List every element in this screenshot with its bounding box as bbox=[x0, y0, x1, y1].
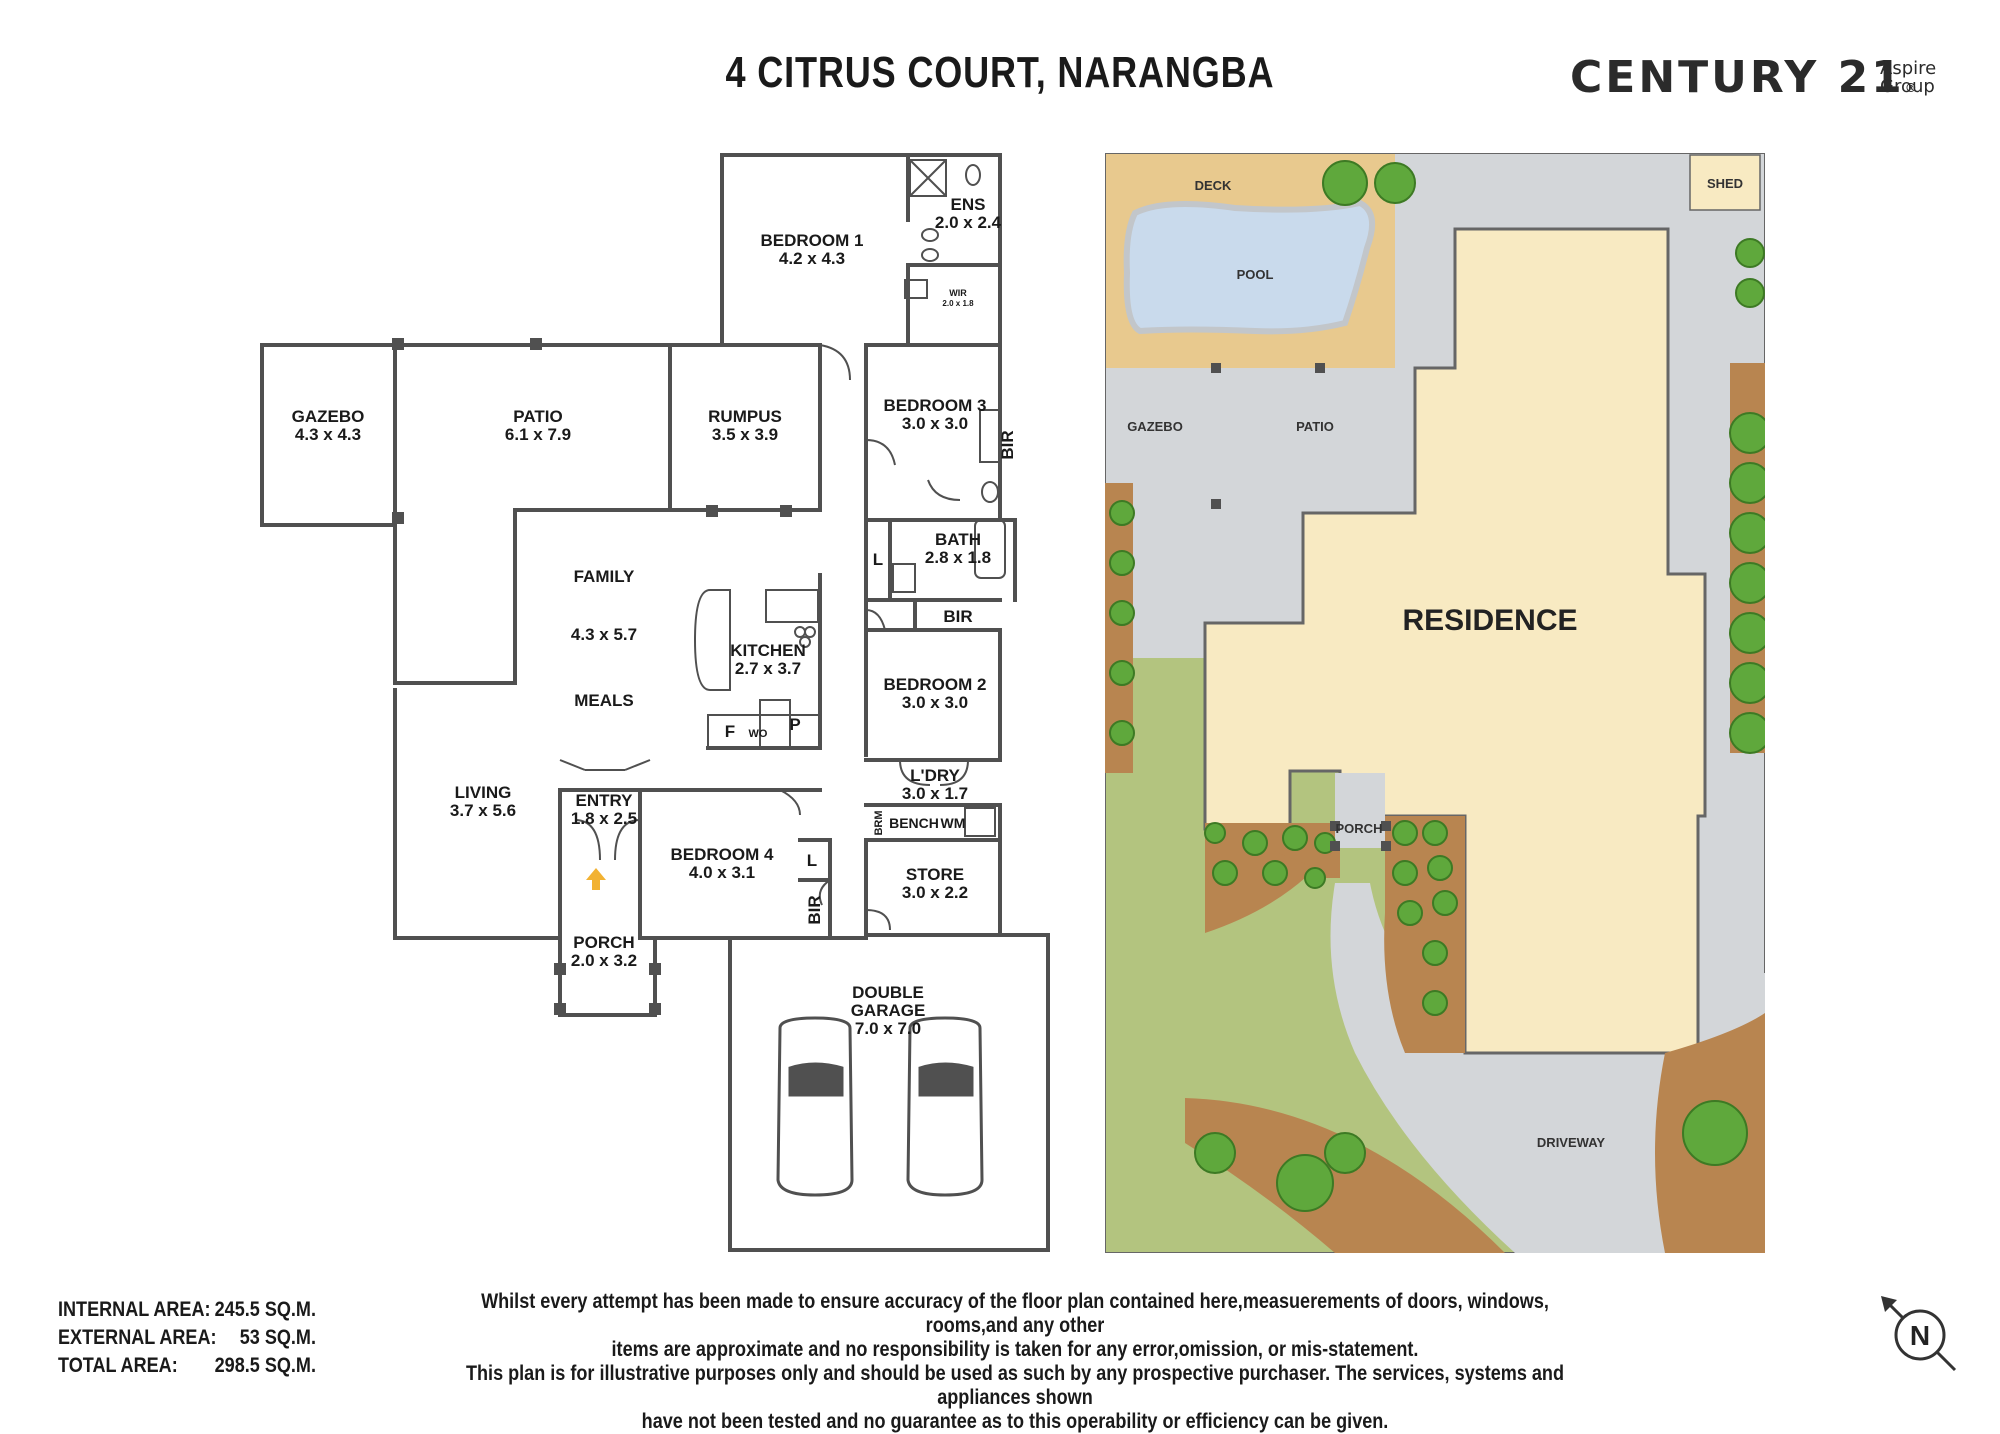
bench-label: BENCH bbox=[889, 815, 939, 831]
shed-shape bbox=[1689, 154, 1761, 211]
site-patio-label: PATIO bbox=[1296, 419, 1334, 434]
car-icon-1 bbox=[776, 1016, 854, 1197]
wir-label: WIR bbox=[949, 288, 967, 298]
patio-dims: 6.1 x 7.9 bbox=[505, 425, 571, 444]
porch-label: PORCH bbox=[573, 933, 634, 952]
bath-label: BATH bbox=[935, 530, 981, 549]
porch-dims: 2.0 x 3.2 bbox=[571, 951, 637, 970]
disclaimer-line: Whilst every attempt has been made to en… bbox=[481, 1290, 1549, 1337]
ens-dims: 2.0 x 2.4 bbox=[935, 213, 1002, 232]
garage-label-2: GARAGE bbox=[851, 1001, 926, 1020]
north-compass-icon: N bbox=[1881, 1296, 1957, 1372]
kitchen-dims: 2.7 x 3.7 bbox=[735, 659, 801, 678]
brand-sub-2: Group bbox=[1880, 76, 1935, 97]
bath-bir-label: BIR bbox=[943, 607, 972, 626]
laundry-dims: 3.0 x 1.7 bbox=[902, 784, 968, 803]
store-dims: 3.0 x 2.2 bbox=[902, 883, 968, 902]
brand-name: CENTURY 21 bbox=[1570, 52, 1905, 103]
shed-label: SHED bbox=[1707, 176, 1743, 191]
site-plan: DECK POOL SHED GAZEBO PATIO PORCH DRIVEW… bbox=[1105, 153, 1765, 1253]
driveway-label: DRIVEWAY bbox=[1537, 1135, 1605, 1150]
porch-shape bbox=[1335, 773, 1385, 848]
bedroom4-dims: 4.0 x 3.1 bbox=[689, 863, 755, 882]
living-dims: 3.7 x 5.6 bbox=[450, 801, 516, 820]
disclaimer-line: This plan is for illustrative purposes o… bbox=[465, 1362, 1565, 1409]
bedroom2-dims: 3.0 x 3.0 bbox=[902, 693, 968, 712]
store-label: STORE bbox=[906, 865, 964, 884]
garden-bed-6 bbox=[1185, 1098, 1505, 1253]
pool-label: POOL bbox=[1237, 267, 1274, 282]
garage-dims: 7.0 x 7.0 bbox=[855, 1019, 921, 1038]
gazebo-label: GAZEBO bbox=[292, 407, 365, 426]
area-value: 298.5 SQ.M. bbox=[214, 1354, 316, 1377]
fridge-label: F bbox=[725, 722, 735, 741]
brand-sub-1: Aspire bbox=[1880, 58, 1937, 79]
bath-dims: 2.8 x 1.8 bbox=[925, 548, 991, 567]
shrubs bbox=[1109, 160, 1765, 1212]
site-gazebo-label: GAZEBO bbox=[1127, 419, 1183, 434]
bedroom4-bir-label: BIR bbox=[805, 895, 824, 924]
area-label: TOTAL AREA: bbox=[58, 1354, 178, 1377]
entry-dims: 1.8 x 2.5 bbox=[571, 809, 637, 828]
rumpus-label: RUMPUS bbox=[708, 407, 782, 426]
brand-reg: ® bbox=[1904, 81, 1917, 95]
broom-label: BRM bbox=[873, 810, 885, 835]
kitchen-label: KITCHEN bbox=[730, 641, 806, 660]
garden-bed-5 bbox=[1730, 363, 1765, 753]
family-dims: 4.3 x 5.7 bbox=[571, 625, 637, 644]
bedroom3-bir-label: BIR bbox=[998, 430, 1017, 459]
car-icon-2 bbox=[906, 1016, 984, 1197]
brand-logo: CENTURY 21® bbox=[1570, 52, 1917, 103]
area-summary: INTERNAL AREA: 245.5 SQ.M. EXTERNAL AREA… bbox=[58, 1296, 316, 1380]
garage-label-1: DOUBLE bbox=[852, 983, 924, 1002]
ens-label: ENS bbox=[951, 195, 986, 214]
pantry-label: P bbox=[789, 715, 800, 734]
area-label: EXTERNAL AREA: bbox=[58, 1326, 217, 1349]
bedroom3-label: BEDROOM 3 bbox=[884, 396, 987, 415]
residence-label: RESIDENCE bbox=[1402, 604, 1577, 637]
meals-label: MEALS bbox=[574, 691, 634, 710]
garden-bed-3 bbox=[1384, 816, 1465, 1053]
rumpus-dims: 3.5 x 3.9 bbox=[712, 425, 778, 444]
disclaimer: Whilst every attempt has been made to en… bbox=[452, 1290, 1579, 1434]
bedroom3-dims: 3.0 x 3.0 bbox=[902, 414, 968, 433]
deck-label: DECK bbox=[1195, 178, 1232, 193]
wir-dims: 2.0 x 1.8 bbox=[942, 299, 974, 308]
bedroom4-linen-label: L bbox=[807, 851, 817, 870]
bath-linen-label: L bbox=[873, 550, 883, 569]
patio-label: PATIO bbox=[513, 407, 562, 426]
family-label: FAMILY bbox=[574, 567, 635, 586]
entry-arrow-icon bbox=[586, 868, 606, 890]
site-porch-label: PORCH bbox=[1336, 821, 1383, 836]
laundry-label: L'DRY bbox=[910, 766, 960, 785]
brand-subtitle: Aspire Group bbox=[1880, 60, 1936, 96]
bedroom4-label: BEDROOM 4 bbox=[671, 845, 775, 864]
living-label: LIVING bbox=[455, 783, 512, 802]
area-row-total: TOTAL AREA: 298.5 SQ.M. bbox=[58, 1352, 316, 1380]
pool-shape bbox=[1123, 199, 1376, 335]
area-row-external: EXTERNAL AREA: 53 SQ.M. bbox=[58, 1324, 316, 1352]
residence-footprint bbox=[1203, 227, 1707, 1055]
area-value: 245.5 SQ.M. bbox=[214, 1298, 316, 1321]
page-title: 4 CITRUS COURT, NARANGBA bbox=[725, 48, 1275, 97]
washing-machine-label: WM bbox=[941, 815, 966, 831]
area-row-internal: INTERNAL AREA: 245.5 SQ.M. bbox=[58, 1296, 316, 1324]
compass-letter: N bbox=[1910, 1320, 1930, 1351]
disclaimer-line: items are approximate and no responsibil… bbox=[611, 1338, 1419, 1361]
area-value: 53 SQ.M. bbox=[239, 1326, 316, 1349]
entry-label: ENTRY bbox=[576, 791, 634, 810]
bedroom1-label: BEDROOM 1 bbox=[761, 231, 864, 250]
bedroom2-label: BEDROOM 2 bbox=[884, 675, 987, 694]
area-label: INTERNAL AREA: bbox=[58, 1298, 211, 1321]
bedroom1-dims: 4.2 x 4.3 bbox=[779, 249, 845, 268]
wall-oven-label: WO bbox=[749, 728, 768, 740]
gazebo-dims: 4.3 x 4.3 bbox=[295, 425, 361, 444]
